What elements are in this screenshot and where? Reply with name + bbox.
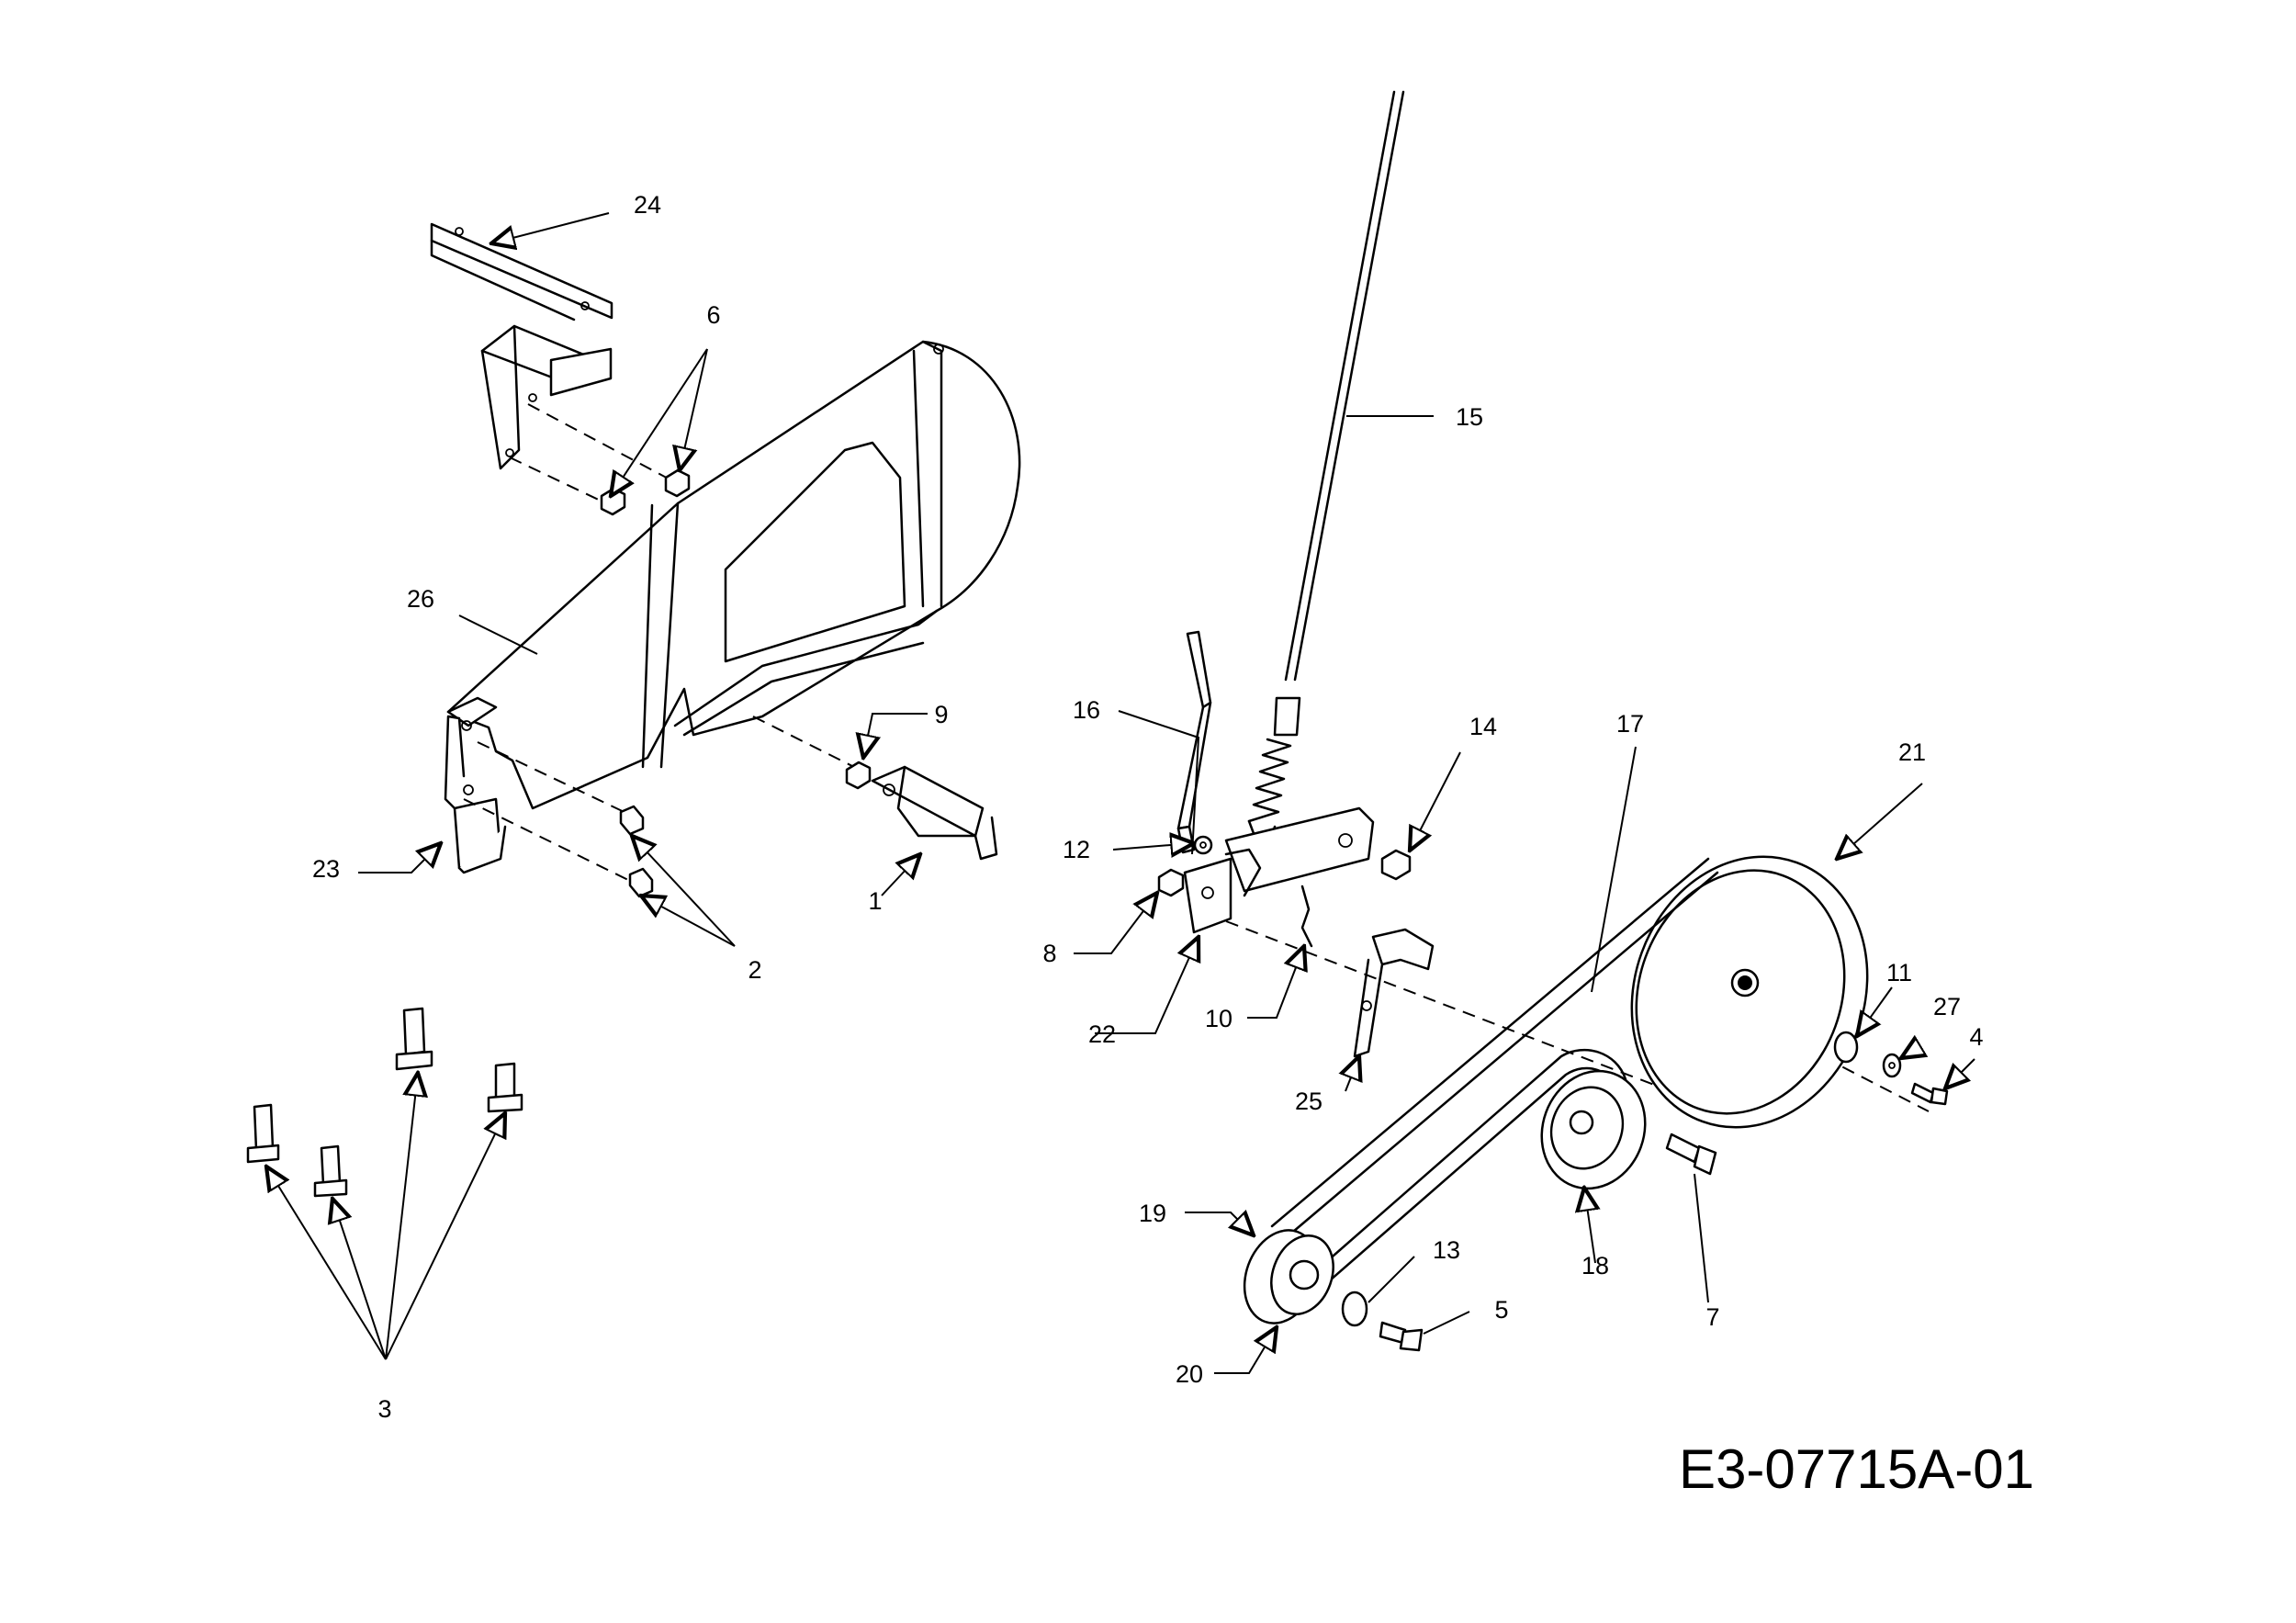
part-25-bracket — [1353, 928, 1435, 1058]
callout-12: 12 — [1063, 836, 1090, 863]
callout-11: 11 — [1886, 959, 1912, 986]
part-6-nuts — [509, 403, 691, 516]
callout-10: 10 — [1205, 1005, 1232, 1032]
drawing-number: E3-07715A-01 — [1679, 1438, 2034, 1500]
callout-14: 14 — [1469, 713, 1497, 740]
callout-1: 1 — [868, 887, 882, 915]
callout-18: 18 — [1581, 1252, 1609, 1279]
part-3-studs — [246, 1007, 523, 1198]
callout-8: 8 — [1042, 940, 1056, 967]
part-7-bolt — [1665, 1133, 1717, 1176]
part-10-spring-pin — [1300, 885, 1313, 948]
part-13-washer-and-part-5-bolt — [1341, 1291, 1424, 1352]
callout-4: 4 — [1969, 1023, 1983, 1051]
callout-20: 20 — [1176, 1360, 1203, 1388]
part-19-20-drive-pulley — [1243, 1229, 1334, 1324]
callout-23: 23 — [312, 855, 340, 883]
callout-9: 9 — [934, 701, 948, 728]
part-11-27-4-fasteners — [1833, 1031, 1949, 1106]
callout-leaders — [266, 212, 1975, 1374]
callout-21: 21 — [1898, 738, 1926, 766]
callout-27: 27 — [1933, 993, 1961, 1020]
part-9-nut-and-part-1-bracket — [752, 716, 998, 861]
callout-2: 2 — [748, 956, 761, 984]
callout-13: 13 — [1433, 1236, 1460, 1264]
part-21-large-pulley — [1630, 855, 1869, 1129]
part-2-bolts — [463, 741, 654, 898]
part-12-8-14-fasteners — [1157, 835, 1412, 897]
callout-7: 7 — [1705, 1303, 1719, 1331]
part-15-cable — [1247, 90, 1405, 842]
callout-6: 6 — [706, 301, 720, 329]
callout-26: 26 — [407, 585, 434, 613]
callout-22: 22 — [1088, 1020, 1116, 1048]
callout-labels: 24 6 26 23 2 9 1 3 15 16 12 8 22 10 14 2… — [312, 191, 1984, 1423]
callout-24: 24 — [634, 191, 661, 219]
part-24-bracket — [430, 222, 613, 470]
part-22-arm-plate — [1183, 806, 1375, 934]
callout-3: 3 — [377, 1395, 391, 1423]
callout-5: 5 — [1494, 1296, 1508, 1324]
callout-17: 17 — [1616, 710, 1644, 738]
callout-15: 15 — [1456, 403, 1483, 431]
callout-16: 16 — [1073, 696, 1100, 724]
part-26-belt-cover — [446, 340, 1021, 810]
part-23-bracket — [444, 715, 507, 874]
part-18-idler-pulley — [1540, 1069, 1647, 1190]
callout-25: 25 — [1295, 1088, 1322, 1115]
callout-19: 19 — [1139, 1200, 1166, 1227]
